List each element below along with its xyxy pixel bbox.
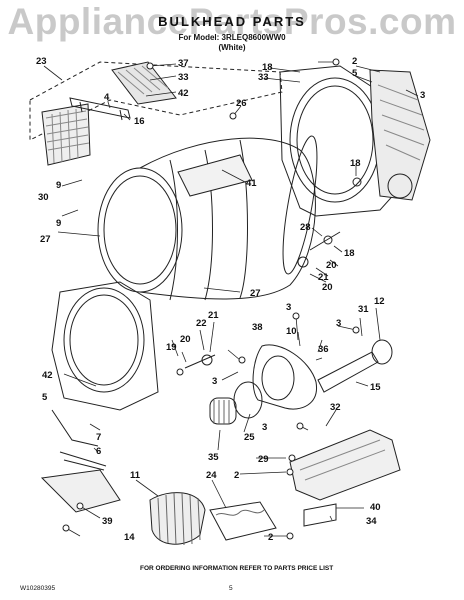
exhaust-duct (317, 339, 393, 393)
callout-labels: 23 37 33 42 4 16 26 18 33 2 5 3 18 41 9 … (36, 56, 425, 543)
callout-label: 9 (56, 180, 61, 191)
callout-label: 29 (258, 454, 269, 465)
callout-label: 3 (336, 318, 341, 329)
callout-label: 5 (352, 68, 358, 79)
assembly-outline (29, 61, 283, 141)
felt-seal-strip (51, 409, 107, 471)
color-line: (White) (218, 43, 246, 52)
front-bulkhead (51, 281, 159, 411)
callout-label: 5 (42, 392, 48, 403)
callout-label: 3 (212, 376, 217, 387)
heater-housing (289, 429, 401, 501)
callout-label: 7 (96, 432, 101, 443)
callout-label: 16 (134, 116, 145, 127)
callout-label: 24 (206, 470, 217, 481)
callout-label: 3 (286, 302, 291, 313)
lint-grille (111, 61, 177, 105)
callout-label: 9 (56, 218, 61, 229)
callout-label: 2 (234, 470, 239, 481)
callout-label: 31 (358, 304, 369, 315)
callout-label: 20 (326, 260, 337, 271)
callout-label: 4 (104, 92, 110, 103)
callout-label: 18 (262, 62, 273, 73)
rear-bulkhead (279, 65, 399, 217)
dryer-drum (97, 135, 318, 301)
callout-label: 3 (262, 422, 267, 433)
screws (62, 58, 360, 540)
callout-label: 42 (178, 88, 189, 99)
callout-label: 15 (370, 382, 381, 393)
callout-label: 19 (166, 342, 177, 353)
callout-label: 21 (208, 310, 219, 321)
callout-label: 33 (178, 72, 189, 83)
callout-label: 20 (180, 334, 191, 345)
mounting-bracket (303, 503, 337, 527)
callout-label: 10 (286, 326, 297, 337)
callout-label: 33 (258, 72, 269, 83)
callout-label: 27 (250, 288, 261, 299)
callout-label: 3 (420, 90, 425, 101)
heater-element (209, 501, 277, 541)
blower-wheel (209, 397, 237, 425)
callout-label: 2 (268, 532, 273, 543)
heater-cover (369, 69, 431, 201)
callout-label: 21 (318, 272, 329, 283)
callout-label: 12 (374, 296, 385, 307)
lint-screen (41, 103, 91, 166)
ordering-note: FOR ORDERING INFORMATION REFER TO PARTS … (140, 565, 334, 572)
callout-label: 34 (366, 516, 377, 527)
blower-housing (209, 344, 317, 425)
document-number: W10280395 (20, 585, 56, 592)
flex-duct (149, 492, 206, 546)
callout-label: 42 (42, 370, 53, 381)
callout-label: 26 (236, 98, 247, 109)
lint-bracket (69, 97, 131, 121)
callout-label: 25 (244, 432, 255, 443)
leader-lines (43, 61, 419, 537)
callout-label: 36 (318, 344, 329, 355)
callout-label: 38 (252, 322, 263, 333)
callout-label: 14 (124, 532, 135, 543)
callout-label: 30 (38, 192, 49, 203)
callout-label: 37 (178, 58, 189, 69)
callout-label: 41 (246, 178, 257, 189)
callout-label: 22 (196, 318, 207, 329)
callout-label: 20 (322, 282, 333, 293)
callout-label: 40 (370, 502, 381, 513)
callout-label: 23 (36, 56, 47, 67)
drum-rollers (176, 231, 341, 376)
callout-label: 32 (330, 402, 341, 413)
page-number: 5 (229, 585, 233, 592)
front-panel-plate (40, 469, 121, 513)
callout-label: 35 (208, 452, 219, 463)
callout-label: 28 (300, 222, 311, 233)
callout-label: 18 (350, 158, 361, 169)
model-line: For Model: 3RLEQ8600WW0 (178, 33, 286, 42)
callout-label: 11 (130, 470, 141, 481)
callout-label: 18 (344, 248, 355, 259)
callout-label: 39 (102, 516, 113, 527)
callout-label: 2 (352, 56, 357, 67)
duct-gasket (371, 339, 393, 365)
callout-label: 27 (40, 234, 51, 245)
page-title: BULKHEAD PARTS (158, 14, 306, 29)
callout-label: 6 (96, 446, 101, 457)
